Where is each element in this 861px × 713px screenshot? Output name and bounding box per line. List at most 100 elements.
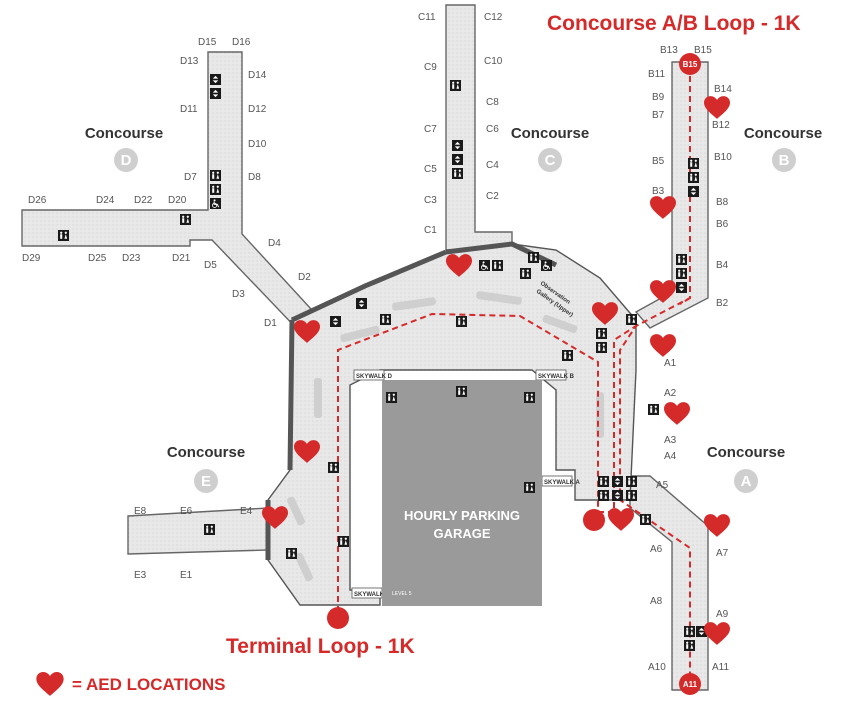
- gate-label: D23: [122, 253, 141, 264]
- concourse-e-letter: E: [201, 473, 211, 490]
- gate-label: C2: [486, 191, 499, 202]
- restroom-icon: [328, 462, 339, 473]
- gate-label: C7: [424, 124, 437, 135]
- terminal-loop-title: Terminal Loop - 1K: [226, 635, 415, 658]
- gate-label: D26: [28, 195, 47, 206]
- gate-label: A2: [664, 388, 677, 399]
- concourse-c-letter: C: [545, 152, 556, 169]
- gate-label: B12: [712, 120, 730, 131]
- elevator-icon: [452, 154, 463, 165]
- restroom-icon: [386, 392, 397, 403]
- restroom-icon: [450, 80, 461, 91]
- restroom-icon: [684, 626, 695, 637]
- gate-label: D16: [232, 37, 251, 48]
- gate-label: C11: [418, 12, 436, 23]
- gate-label: B2: [716, 298, 729, 309]
- elevator-icon: [676, 282, 687, 293]
- gate-label: D7: [184, 172, 197, 183]
- restroom-icon: [524, 482, 535, 493]
- a11-marker: [679, 673, 701, 695]
- elevator-icon: [612, 490, 623, 501]
- gate-label: C10: [484, 56, 503, 67]
- concourse-b-circle: [772, 148, 796, 172]
- gate-label: E4: [240, 506, 253, 517]
- skywalk-d-label: SKYWALK D: [356, 374, 393, 380]
- heart-icon: [608, 508, 634, 531]
- gate-label: B5: [652, 156, 665, 167]
- restroom-icon: [210, 184, 221, 195]
- main-terminal-building: [265, 241, 637, 606]
- gate-label: D21: [172, 253, 191, 264]
- gate-label: C4: [486, 160, 499, 171]
- gate-label: B3: [652, 186, 665, 197]
- restroom-icon: [210, 170, 221, 181]
- elevator-icon: [356, 298, 367, 309]
- concourse-c-circle: [538, 148, 562, 172]
- gate-label: A10: [648, 662, 666, 673]
- gate-label: B11: [648, 69, 665, 80]
- gate-label: A3: [664, 435, 677, 446]
- gate-label: B9: [652, 92, 665, 103]
- restroom-icon: [626, 476, 637, 487]
- restroom-icon: [452, 168, 463, 179]
- elevator-icon: [330, 316, 341, 327]
- restroom-icon: [562, 350, 573, 361]
- gate-label: D8: [248, 172, 261, 183]
- gate-label: C12: [484, 12, 503, 23]
- legend-label: = AED LOCATIONS: [72, 675, 225, 694]
- gate-label: C3: [424, 195, 437, 206]
- wheelchair-icon: [541, 260, 552, 271]
- gate-label: C1: [424, 225, 437, 236]
- gate-label: D24: [96, 195, 115, 206]
- gate-label: D5: [204, 260, 217, 271]
- gate-label: A6: [650, 544, 663, 555]
- gate-label: E8: [134, 506, 147, 517]
- heart-icon: [650, 334, 676, 357]
- gate-label: B10: [714, 152, 732, 163]
- gate-label: A1: [664, 358, 677, 369]
- restroom-icon: [380, 314, 391, 325]
- concourse-a-building: [629, 475, 709, 691]
- restroom-icon: [626, 490, 637, 501]
- gate-label: D29: [22, 253, 41, 264]
- concourse-ab-loop-title: Concourse A/B Loop - 1K: [547, 12, 801, 35]
- elevator-icon: [452, 140, 463, 151]
- gate-label: D3: [232, 289, 245, 300]
- restroom-icon: [338, 536, 349, 547]
- restroom-icon: [58, 230, 69, 241]
- concourse-d-circle: [114, 148, 138, 172]
- gate-label: D25: [88, 253, 107, 264]
- gate-label: D4: [268, 238, 281, 249]
- gate-label: E6: [180, 506, 193, 517]
- restroom-icon: [180, 214, 191, 225]
- gate-label: B8: [716, 197, 729, 208]
- wheelchair-icon: [210, 198, 221, 209]
- wheelchair-icon: [479, 260, 490, 271]
- restroom-icon: [676, 268, 687, 279]
- restroom-icon: [626, 314, 637, 325]
- restroom-icon: [286, 548, 297, 559]
- restroom-icon: [528, 252, 539, 263]
- restroom-icon: [640, 514, 651, 525]
- garage-level-label: LEVEL 5: [392, 591, 412, 597]
- gate-label: B4: [716, 260, 729, 271]
- gate-label: A9: [716, 609, 729, 620]
- skywalk-a-label: SKYWALK A: [544, 480, 580, 486]
- concourse-e-title: Concourse: [167, 444, 245, 461]
- concourse-labels: Concourse D Concourse C Concourse B Conc…: [85, 125, 822, 493]
- garage-label-line2: GARAGE: [433, 526, 490, 541]
- skywalk-c-label: SKYWALK C: [354, 592, 391, 598]
- gate-label: A8: [650, 596, 663, 607]
- heart-icon: [664, 402, 690, 425]
- restroom-icon: [598, 490, 609, 501]
- garage-label-line1: HOURLY PARKING: [404, 508, 520, 523]
- gate-label: E1: [180, 570, 193, 581]
- gate-label: D13: [180, 56, 199, 67]
- gate-label: D15: [198, 37, 217, 48]
- heart-icon: [36, 672, 64, 696]
- gate-label: C9: [424, 62, 437, 73]
- concourse-a-circle: [734, 469, 758, 493]
- gate-label: D20: [168, 195, 187, 206]
- gate-label: A11: [712, 662, 729, 673]
- elevator-icon: [210, 88, 221, 99]
